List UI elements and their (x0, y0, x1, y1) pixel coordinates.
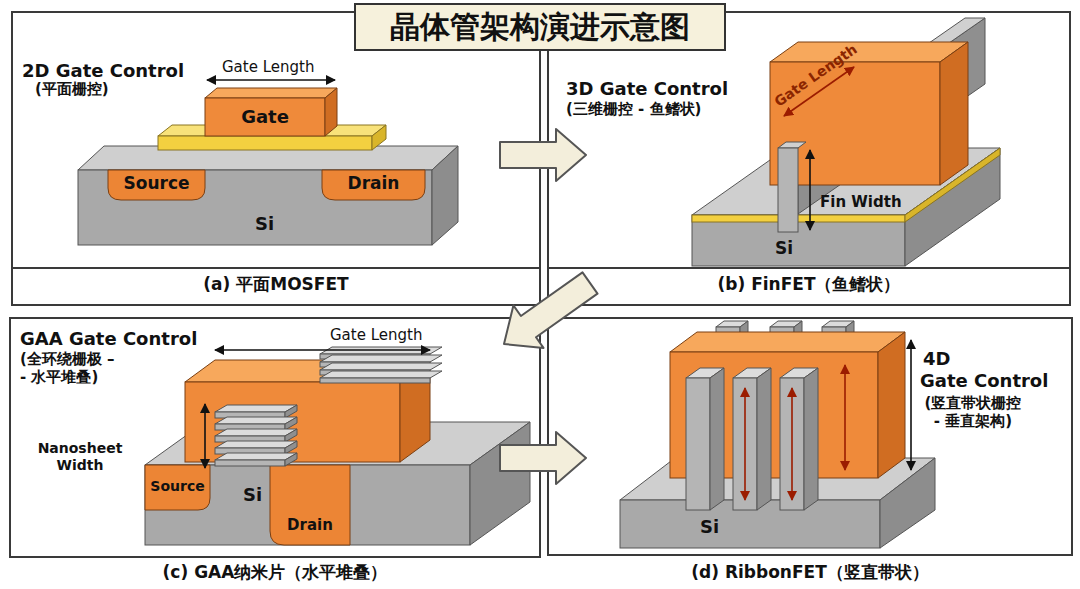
silicon-side (880, 458, 935, 548)
dimension-label: Gate Length (222, 58, 314, 76)
gate-front (185, 382, 400, 462)
nanosheet (215, 460, 285, 466)
transition-arrow (500, 129, 586, 181)
direction-arrow (744, 388, 746, 500)
oxide-front (158, 136, 372, 150)
ribbon (780, 378, 804, 510)
panel-heading: GAA Gate Control (20, 328, 197, 350)
panel-outline (548, 12, 1070, 305)
material-label: Si (700, 516, 719, 538)
part-label: Source (108, 173, 205, 193)
panel-subheading: (平面栅控) (35, 80, 109, 98)
fin-top (778, 142, 806, 148)
direction-arrow (791, 388, 793, 500)
panel-caption: (d) RibbonFET（竖直带状） (548, 562, 1072, 582)
panel-caption: (c) GAA纳米片（水平堆叠） (10, 562, 540, 582)
panel-heading: 3D Gate Control (566, 78, 728, 100)
drain-well (322, 170, 425, 200)
nanosheet (320, 371, 442, 378)
gate-top (205, 88, 337, 98)
ribbon (733, 378, 757, 510)
material-label: Si (243, 484, 262, 506)
dimension-arrow (215, 349, 430, 351)
diagram-panel: 2D Gate Control(平面栅控) (a) 平面MOSFET (12, 12, 540, 305)
caption-divider (12, 267, 540, 269)
part-label: Drain (270, 516, 350, 534)
part-label: Drain (322, 173, 425, 193)
dimension-arrow (207, 79, 335, 81)
panel-heading: 4D (923, 348, 950, 370)
drain-well (270, 465, 350, 545)
gate-side (940, 42, 968, 185)
dimension-label: Fin Width (820, 193, 902, 211)
panel-outline (548, 318, 1072, 555)
dimension-label: Gate Length (330, 326, 422, 344)
ribbons-front (686, 368, 818, 510)
part-label: Source (145, 478, 210, 495)
material-label: Si (255, 213, 274, 235)
source-well (145, 465, 210, 510)
nanosheet (215, 429, 297, 436)
panel-subheading: (竖直带状栅控 - 垂直架构) (920, 394, 1026, 430)
nanosheet (215, 405, 297, 412)
part-label: Gate (205, 106, 325, 128)
dimension-arrow (809, 150, 811, 230)
nanosheet (285, 453, 297, 466)
nanosheet (285, 441, 297, 454)
source-well (108, 170, 205, 200)
material-label: Si (775, 238, 793, 258)
nanosheet-stack-front (215, 405, 297, 466)
nanosheet-stack-back (320, 347, 442, 383)
nanosheet (215, 453, 297, 460)
nanosheet (320, 378, 430, 383)
silicon-front (145, 465, 470, 545)
diagram-panel: 4DGate Control(竖直带状栅控 - 垂直架构) (d) RibbonF… (548, 318, 1072, 589)
silicon-front (78, 170, 432, 245)
panel-caption: (b) FinFET（鱼鳍状） (548, 274, 1070, 294)
transition-arrow (500, 432, 586, 484)
silicon-side (432, 146, 458, 245)
transition-arrow (504, 272, 598, 348)
caption-divider (548, 267, 1070, 269)
panel-subheading: (全环绕栅极 – - 水平堆叠) (20, 350, 124, 386)
nanosheet (215, 441, 297, 448)
diagram-panel: 3D Gate Control(三维栅控 - 鱼鳍状) (b) FinFET（鱼鳍… (548, 12, 1070, 305)
panel-caption: (a) 平面MOSFET (12, 274, 540, 294)
nanosheet (285, 429, 297, 442)
direction-arrow (844, 365, 846, 470)
panel-subheading: (三维栅控 - 鱼鳍状) (566, 100, 701, 118)
fin-front (778, 148, 798, 232)
nanosheet (320, 363, 442, 370)
ribbon (804, 368, 818, 510)
gate-top (670, 332, 905, 352)
dimension-label: Nanosheet Width (30, 440, 130, 474)
ribbon (757, 368, 771, 510)
dimension-arrow (204, 404, 206, 468)
nanosheet (285, 417, 297, 430)
diagram-title: 晶体管架构演进示意图 (354, 3, 726, 51)
nanosheet (215, 417, 297, 424)
panel-heading: 2D Gate Control (22, 60, 184, 82)
panel-outline (12, 12, 540, 305)
dimension-arrow (910, 340, 912, 470)
ribbon (710, 368, 724, 510)
oxide-side (372, 125, 386, 150)
panel-subheading: Gate Control (920, 370, 1048, 392)
gate-side (878, 332, 905, 478)
panel-outline (10, 318, 540, 557)
silicon-side (470, 422, 530, 545)
nanosheet (320, 355, 442, 362)
gate-front (205, 98, 325, 136)
gate-side (325, 88, 337, 136)
ribbon (686, 378, 710, 510)
gate-top (770, 42, 968, 62)
nanosheet (285, 405, 297, 418)
